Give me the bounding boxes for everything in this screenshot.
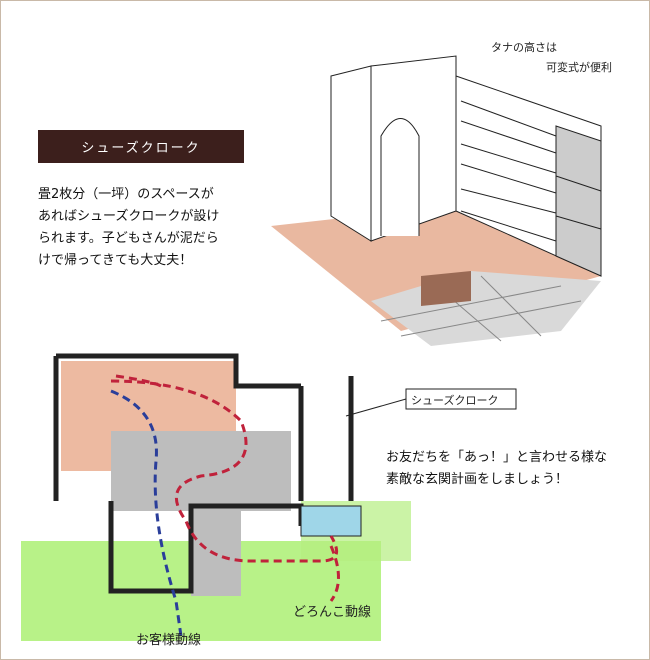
- description-line: けで帰ってきても大丈夫！: [38, 253, 193, 268]
- shoe-cloak-label: シューズクローク: [411, 394, 499, 407]
- perspective-sketch: [271, 55, 602, 346]
- message-line: お友だちを「あっ！」と言わせる様な: [386, 450, 608, 465]
- mud-route-label: どろんこ動線: [293, 605, 372, 620]
- message: お友だちを「あっ！」と言わせる様な 素敵な玄関計画をしましょう！: [386, 447, 646, 491]
- shelf-note-1: タナの高さは: [491, 41, 557, 54]
- section-heading: シューズクローク: [38, 130, 244, 163]
- floor-plan: [21, 353, 517, 641]
- description-line: あればシューズクロークが設け: [38, 209, 220, 224]
- description-line: 畳2枚分（一坪）のスペースが: [38, 187, 214, 202]
- description-line: られます。子どもさんが泥だら: [38, 231, 219, 246]
- description: 畳2枚分（一坪）のスペースが あればシューズクロークが設け られます。子どもさん…: [38, 184, 258, 272]
- guest-route-label: お客様動線: [136, 633, 202, 648]
- message-line: 素敵な玄関計画をしましょう！: [386, 472, 569, 487]
- shelf-note-2: 可変式が便利: [546, 61, 612, 74]
